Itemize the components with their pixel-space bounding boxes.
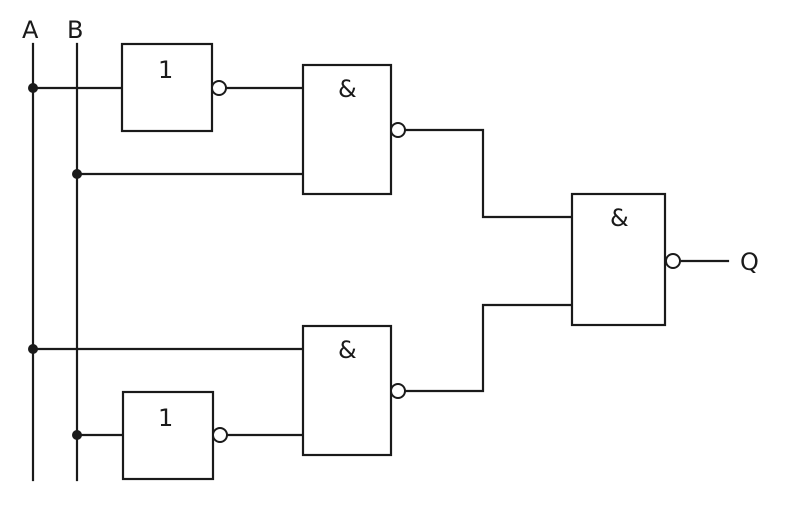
not-gate-top: 1: [120, 42, 227, 133]
junction-b-bottom: [72, 430, 82, 440]
nand-gate-top-symbol: &: [338, 75, 357, 103]
input-label-b: B: [67, 16, 83, 44]
nand-gate-bottom: &: [301, 324, 406, 457]
nand-gate-top: &: [301, 63, 406, 196]
wire-and-top-to-and-out: [404, 128, 574, 219]
not-gate-top-symbol: 1: [158, 56, 173, 84]
not-gate-bottom: 1: [121, 390, 228, 481]
not-gate-bottom-inversion-bubble: [212, 427, 228, 443]
not-gate-bottom-symbol: 1: [158, 404, 173, 432]
nand-gate-bottom-symbol: &: [338, 336, 357, 364]
nand-gate-output: &: [570, 192, 681, 327]
nand-gate-output-inversion-bubble: [665, 253, 681, 269]
nand-gate-top-inversion-bubble: [390, 122, 406, 138]
junction-b-top: [72, 169, 82, 179]
junction-a-top: [28, 83, 38, 93]
wire-and-bottom-to-and-out: [404, 303, 574, 393]
output-label-q: Q: [740, 248, 759, 276]
nand-gate-bottom-inversion-bubble: [390, 383, 406, 399]
junction-a-bottom: [28, 344, 38, 354]
input-label-a: A: [22, 16, 39, 44]
not-gate-top-inversion-bubble: [211, 80, 227, 96]
nand-gate-output-symbol: &: [610, 204, 629, 232]
